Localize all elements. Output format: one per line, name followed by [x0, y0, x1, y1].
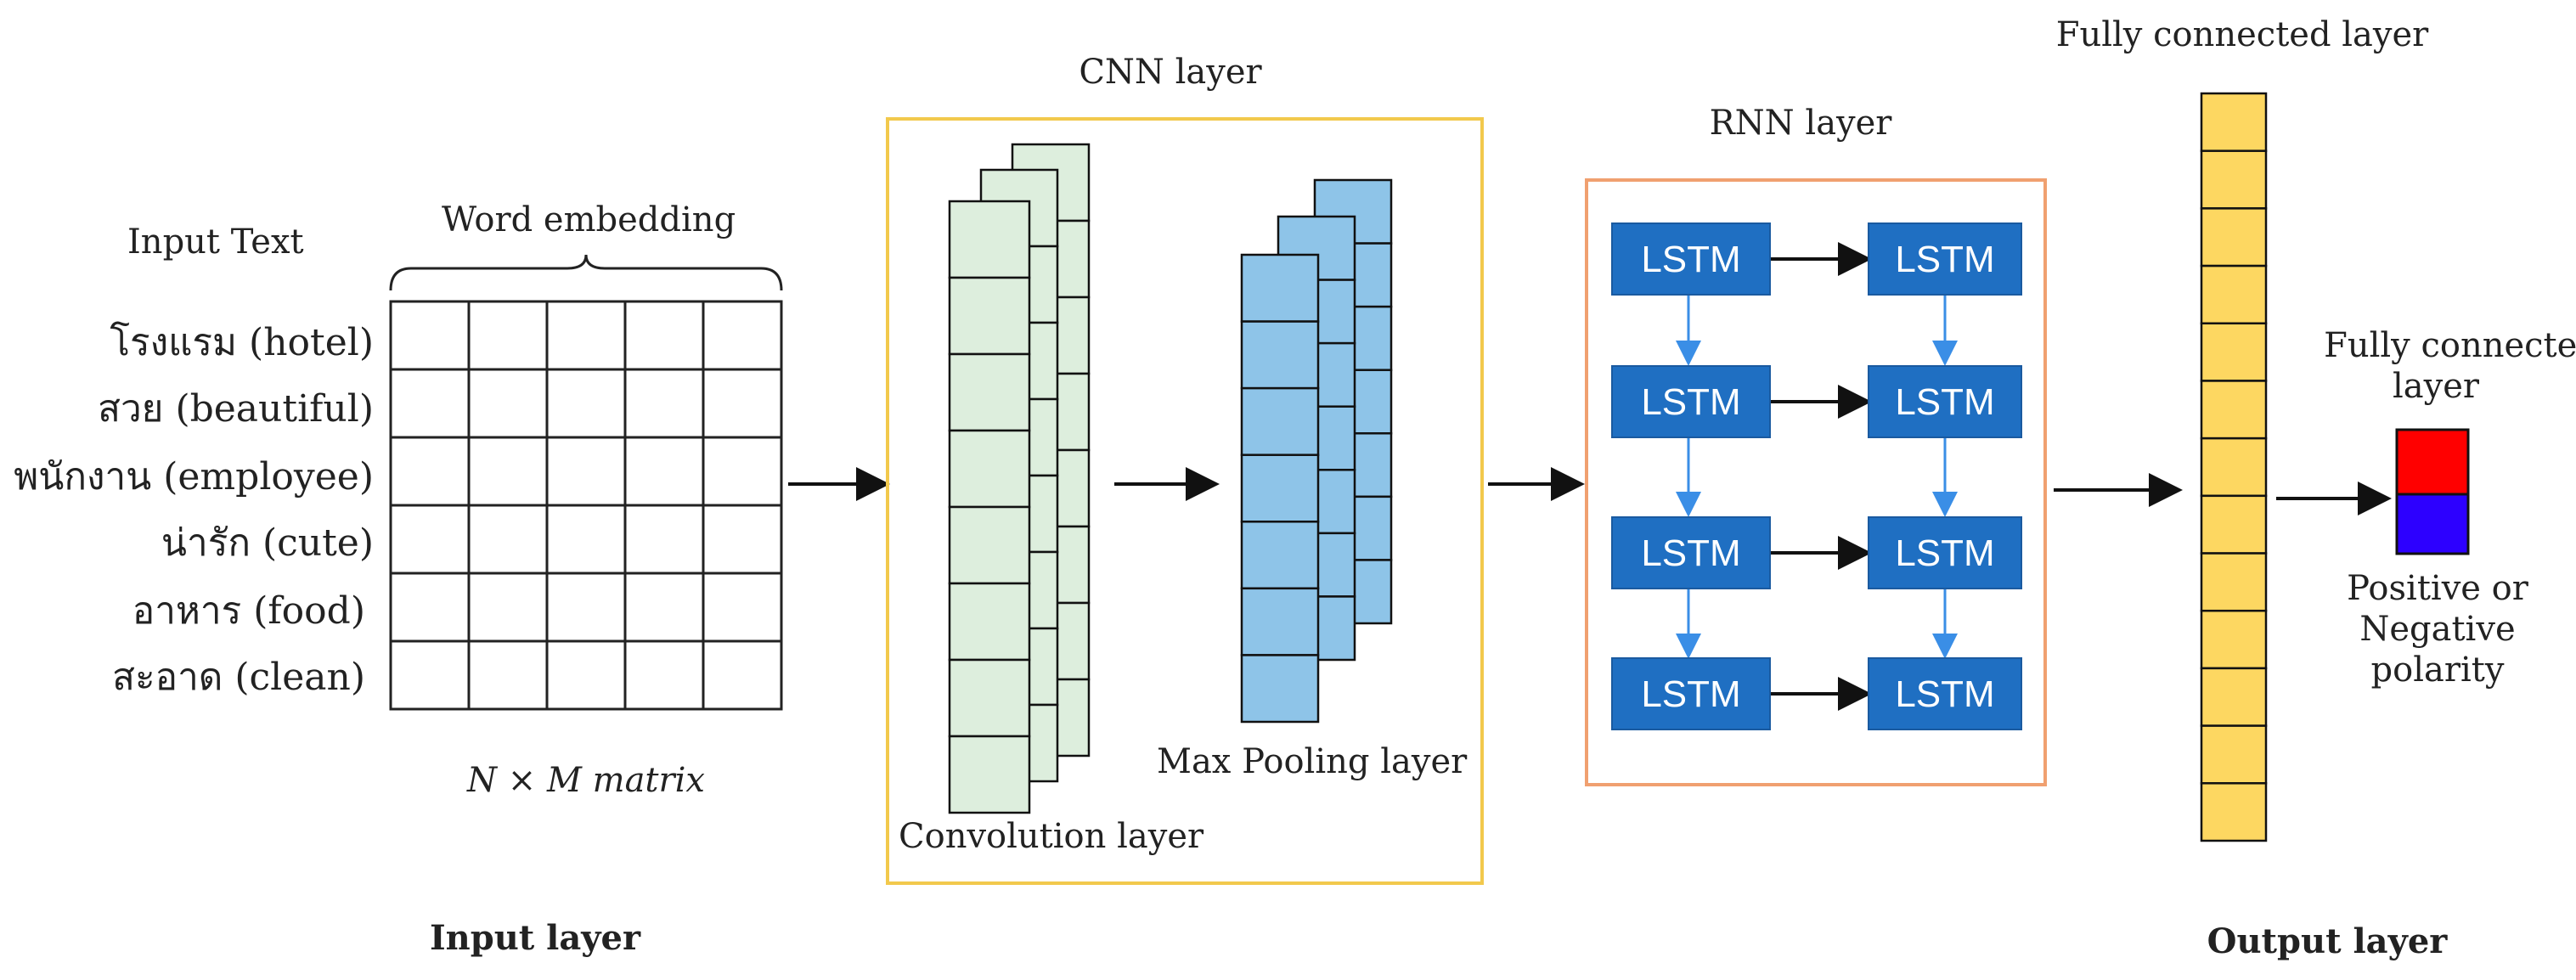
polarity-label-line3: polarity — [2371, 651, 2505, 690]
cnn-layer-box — [886, 117, 1484, 885]
pooling-cell — [1240, 654, 1320, 724]
fully-connected-layer-title: Fully connected layer — [2056, 15, 2429, 54]
convolution-cell — [948, 582, 1031, 662]
pooling-cell — [1240, 587, 1320, 656]
fully-connected-unit — [2200, 667, 2268, 727]
pooling-cell — [1240, 253, 1320, 323]
embedding-matrix-grid — [389, 300, 783, 711]
lstm-cell — [1611, 365, 1771, 438]
input-layer-label: Input layer — [430, 918, 641, 958]
rnn-layer-box — [1585, 178, 2047, 786]
lstm-cell — [1868, 516, 2022, 589]
matrix-size-label: N × M matrix — [466, 761, 705, 800]
convolution-cell — [948, 429, 1031, 509]
lstm-cell-label: LSTM — [1641, 381, 1740, 423]
convolution-cell — [948, 352, 1031, 432]
positive-output-unit — [2395, 428, 2470, 496]
fully-connected-unit — [2200, 322, 2268, 382]
lstm-cell — [1611, 657, 1771, 730]
input-text-title: Input Text — [127, 222, 304, 262]
pooling-cell — [1240, 386, 1320, 456]
lstm-cell-label: LSTM — [1641, 239, 1740, 280]
output-fc-title-line1: Fully connected — [2324, 326, 2576, 365]
word-label: อาหาร (food) — [132, 589, 365, 633]
polarity-label-line2: Negative — [2359, 610, 2515, 649]
lstm-cell-label: LSTM — [1895, 239, 1994, 280]
lstm-cell-label: LSTM — [1895, 673, 1994, 715]
polarity-label-line1: Positive or — [2347, 569, 2529, 608]
fully-connected-unit — [2200, 436, 2268, 498]
convolution-cell — [948, 505, 1031, 585]
convolution-cell — [948, 276, 1031, 356]
lstm-cell — [1611, 222, 1771, 296]
word-label: โรงแรม (hotel) — [110, 321, 374, 364]
fully-connected-unit — [2200, 92, 2268, 152]
output-layer-label: Output layer — [2207, 921, 2449, 961]
word-embedding-label: Word embedding — [442, 200, 736, 239]
lstm-cell — [1868, 222, 2022, 296]
fully-connected-unit — [2200, 782, 2268, 842]
rnn-layer-title: RNN layer — [1710, 104, 1893, 143]
lstm-cell — [1611, 516, 1771, 589]
pooling-cell — [1240, 320, 1320, 390]
convolution-cell — [948, 735, 1031, 814]
fully-connected-unit — [2200, 264, 2268, 325]
lstm-cell-label: LSTM — [1895, 532, 1994, 574]
embedding-brace-clean — [389, 254, 783, 291]
negative-output-unit — [2395, 493, 2470, 555]
max-pooling-feature-maps — [1240, 178, 1393, 724]
lstm-cell-label: LSTM — [1641, 673, 1740, 715]
max-pooling-layer-label: Max Pooling layer — [1157, 742, 1468, 781]
lstm-cell — [1868, 365, 2022, 438]
fully-connected-unit — [2200, 149, 2268, 210]
pooling-cell — [1240, 521, 1320, 590]
word-label: น่ารัก (cute) — [161, 521, 374, 565]
convolution-cell — [948, 658, 1031, 738]
fully-connected-unit — [2200, 552, 2268, 612]
convolution-layer-label: Convolution layer — [899, 817, 1204, 856]
fully-connected-unit — [2200, 494, 2268, 555]
convolution-feature-maps — [948, 143, 1091, 814]
word-label: พนักงาน (employee) — [14, 455, 374, 498]
fully-connected-unit — [2200, 609, 2268, 670]
lstm-cell — [1868, 657, 2022, 730]
word-label: สวย (beautiful) — [98, 387, 374, 431]
cnn-layer-title: CNN layer — [1079, 53, 1262, 92]
convolution-cell — [948, 200, 1031, 279]
output-fc-title-line2: layer — [2393, 367, 2480, 406]
fully-connected-unit — [2200, 380, 2268, 440]
lstm-cell-label: LSTM — [1895, 381, 1994, 423]
fully-connected-vector — [2200, 92, 2268, 842]
pooling-cell — [1240, 453, 1320, 523]
word-label: สะอาด (clean) — [112, 656, 365, 699]
fully-connected-unit — [2200, 207, 2268, 268]
lstm-grid: LSTM LSTM LSTM LSTM LSTM LSTM LSTM LSTM — [1611, 222, 2022, 730]
lstm-cell-label: LSTM — [1641, 532, 1740, 574]
fully-connected-unit — [2200, 724, 2268, 785]
